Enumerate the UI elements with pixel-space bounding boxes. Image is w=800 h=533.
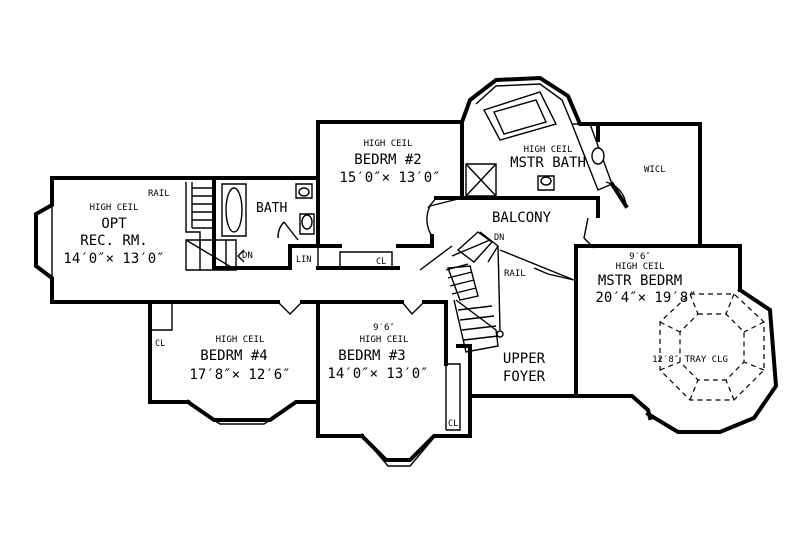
master-bedroom [574, 244, 779, 434]
master-bath [459, 75, 613, 200]
labels: HIGH CEIL OPT REC. RM. 14′0″× 13′0″ RAIL… [63, 139, 728, 429]
master-bed-note2: HIGH CEIL [616, 262, 665, 272]
upper-foyer-line1: UPPER [503, 351, 546, 367]
bed4-dims: 17′8″× 12′6″ [189, 367, 290, 383]
master-bed-name: MSTR BEDRM [598, 273, 682, 289]
bed2-name: BEDRM #2 [354, 152, 421, 168]
upper-foyer-line2: FOYER [503, 369, 546, 385]
bedroom-2 [316, 120, 464, 248]
balcony-name: BALCONY [492, 210, 552, 226]
walk-in-closet [596, 122, 702, 248]
linen-label: LIN [296, 255, 311, 265]
master-bed-dims: 20′4″× 19′8″ [595, 290, 696, 306]
rail-label-left: RAIL [148, 189, 170, 199]
rec-room-line2: REC. RM. [80, 233, 147, 249]
main-stair [445, 231, 575, 353]
dn-label-right: DN [494, 233, 504, 243]
bedroom-3 [316, 300, 472, 467]
master-bath-name: MSTR BATH [510, 155, 586, 171]
rec-room-line1: OPT [101, 216, 127, 232]
bed4-note: HIGH CEIL [216, 335, 265, 345]
linen-closet [288, 244, 400, 270]
master-bath-note: HIGH CEIL [524, 145, 573, 155]
bath [212, 176, 320, 270]
rec-room-note: HIGH CEIL [90, 203, 139, 213]
bed4-name: BEDRM #4 [200, 348, 267, 364]
bed4-closet-label: CL [155, 339, 165, 349]
bed3-note1: 9′6″ [373, 323, 395, 333]
bed3-name: BEDRM #3 [338, 348, 405, 364]
rec-room [34, 176, 216, 304]
bed3-note2: HIGH CEIL [360, 335, 409, 345]
bed2-dims: 15′0″× 13′0″ [339, 170, 440, 186]
bedroom-4 [148, 300, 320, 425]
tray-ceiling-label: 12′8″ TRAY CLG [652, 355, 728, 365]
bed3-dims: 14′0″× 13′0″ [327, 366, 428, 382]
dn-label-left: DN [242, 251, 253, 261]
master-bed-note1: 9′6″ [629, 252, 651, 262]
bed3-closet-label: CL [448, 419, 458, 429]
bed2-note: HIGH CEIL [364, 139, 413, 149]
rec-room-dims: 14′0″× 13′0″ [63, 251, 164, 267]
wicl-name: WICL [644, 165, 666, 175]
bath-name: BATH [256, 201, 287, 216]
bed2-closet-label: CL [376, 257, 386, 267]
rail-label-right: RAIL [504, 269, 526, 279]
